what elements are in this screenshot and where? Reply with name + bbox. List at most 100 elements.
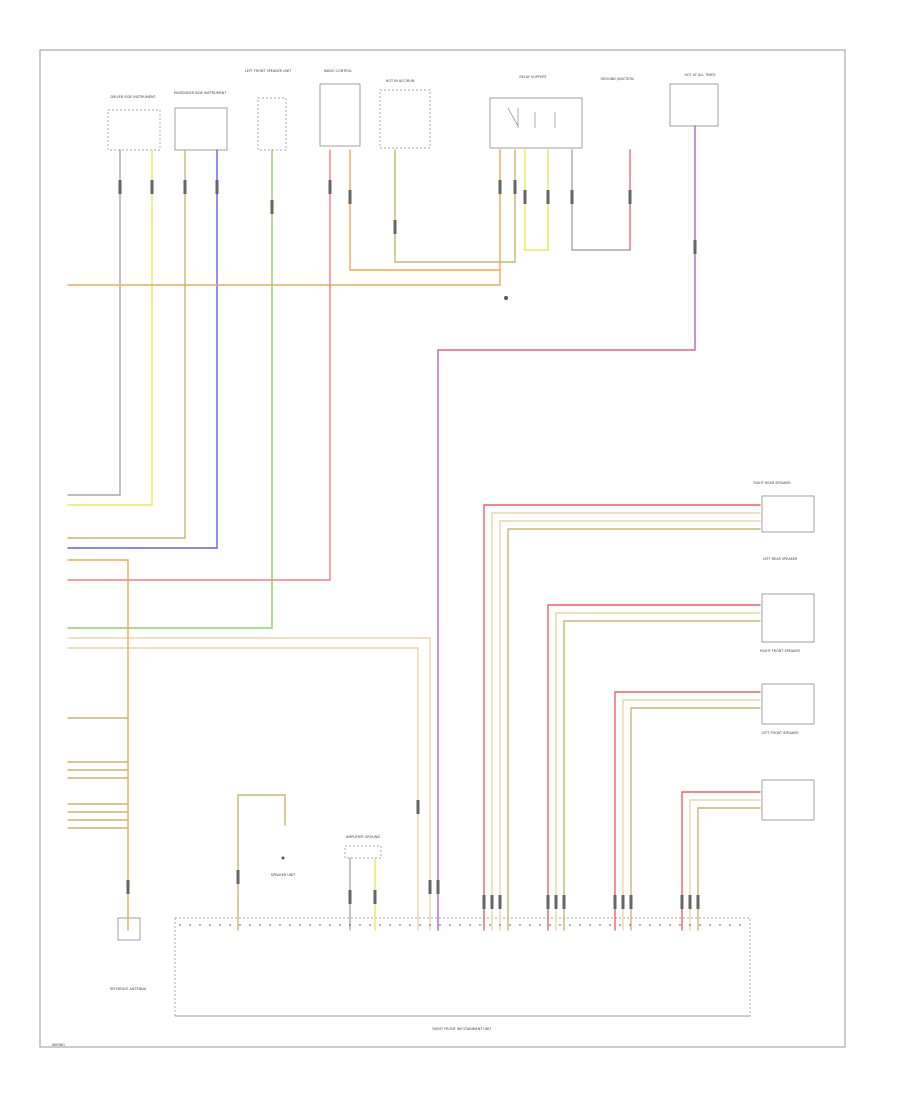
wire-connector-10	[523, 190, 527, 204]
module-pin	[629, 924, 631, 926]
wire-orange-16	[67, 559, 129, 931]
left-rear-speaker-label: LEFT REAR SPEAKER	[763, 557, 798, 561]
interface-antenna-label: INTERFACE ANTENNA	[110, 987, 147, 991]
module-pin	[549, 924, 551, 926]
wire-connector-29	[621, 895, 625, 909]
left-front-speaker-r-label: LEFT FRONT SPEAKER	[761, 731, 799, 735]
wire-red-32	[547, 604, 761, 931]
wire-violet-10	[437, 125, 696, 931]
module-pin	[199, 924, 201, 926]
wire-tan-6	[394, 149, 516, 263]
module-pin	[329, 924, 331, 926]
wire-tan-31	[507, 528, 761, 931]
module-pin	[739, 924, 741, 926]
module-pin	[299, 924, 301, 926]
module-pin	[289, 924, 291, 926]
bottom-components: INTERFACE ANTENNA SPEAKER UNIT AMPLIFIER…	[110, 835, 751, 1031]
wire-connector-23	[490, 895, 494, 909]
wire-orange-4	[67, 149, 501, 286]
wire-cream-15	[67, 647, 419, 931]
module-pin	[599, 924, 601, 926]
module-pin	[449, 924, 451, 926]
module-pin	[339, 924, 341, 926]
hot-all-times-label: HOT AT ALL TIMES	[684, 73, 715, 77]
wire-connector-21	[373, 890, 377, 904]
wire-cream-29	[491, 512, 761, 931]
module-pin	[229, 924, 231, 926]
right-rear-speaker-label: RIGHT REAR SPEAKER	[753, 481, 791, 485]
wire-connector-7	[393, 220, 397, 234]
wire-connector-32	[688, 895, 692, 909]
driver-side-component	[107, 109, 161, 151]
page-frame	[39, 49, 846, 1048]
module-pin	[279, 924, 281, 926]
hot-acc-run-label: HOT IN ACC/RUN	[386, 79, 415, 83]
wire-cream-33	[555, 612, 761, 931]
right-front-speaker-label: RIGHT FRONT SPEAKER	[760, 649, 800, 653]
radio-control-label: RADIO CONTROL	[324, 69, 353, 73]
wire-connector-30	[629, 895, 633, 909]
module-pin	[609, 924, 611, 926]
relay-support-box	[489, 97, 583, 149]
module-pin	[509, 924, 511, 926]
wire-connector-31	[680, 895, 684, 909]
wire-yellow-1	[67, 149, 153, 506]
module-pin	[519, 924, 521, 926]
wire-connector-12	[570, 190, 574, 204]
wire-connector-16	[428, 880, 432, 894]
module-pin	[399, 924, 401, 926]
module-pin	[709, 924, 711, 926]
module-pin	[209, 924, 211, 926]
wire-cream-36	[622, 699, 761, 931]
wire-group	[67, 125, 761, 931]
module-pin	[459, 924, 461, 926]
right-front-speaker	[761, 683, 815, 725]
module-pin	[579, 924, 581, 926]
wire-connector-1	[150, 180, 154, 194]
ground-junction-label: GROUND JUNCTION	[600, 77, 633, 81]
module-pin	[699, 924, 701, 926]
module-pin	[269, 924, 271, 926]
connector-group	[118, 180, 741, 926]
wire-connector-20	[348, 890, 352, 904]
module-pin	[539, 924, 541, 926]
passenger-side-label: PASSENGER SIDE INSTRUMENT	[174, 91, 228, 95]
main-module-box	[174, 917, 751, 1017]
top-components: DRIVER SIDE INSTRUMENT PASSENGER SIDE IN…	[107, 69, 719, 300]
module-pin	[639, 924, 641, 926]
module-pin	[369, 924, 371, 926]
wire-red-28	[483, 504, 761, 931]
wire-connector-25	[546, 895, 550, 909]
module-pin	[439, 924, 441, 926]
module-label: RIGHT FRONT INFOTAINMENT UNIT	[432, 1027, 492, 1031]
wire-tan-37	[630, 707, 761, 931]
wire-gray-8	[571, 149, 631, 251]
wire-connector-11	[546, 190, 550, 204]
wire-connector-4	[270, 200, 274, 214]
wire-tan-2	[67, 149, 186, 539]
wire-connector-13	[628, 190, 632, 204]
module-pin	[179, 924, 181, 926]
left-front-speaker-r	[761, 779, 815, 821]
module-pin	[389, 924, 391, 926]
left-rear-speaker	[761, 593, 815, 643]
wire-tan-34	[563, 620, 761, 931]
module-pin	[319, 924, 321, 926]
module-pin	[249, 924, 251, 926]
wire-orange-5	[349, 149, 501, 271]
wire-connector-15	[416, 800, 420, 814]
module-pin	[189, 924, 191, 926]
relay-support-label: RELAY SUPPORT	[519, 75, 547, 79]
wire-connector-6	[348, 190, 352, 204]
hot-all-times-fuse	[669, 83, 719, 127]
module-pin	[219, 924, 221, 926]
passenger-side-component	[174, 107, 228, 151]
module-pin	[689, 924, 691, 926]
module-pin	[559, 924, 561, 926]
module-pin	[499, 924, 501, 926]
module-pin	[659, 924, 661, 926]
amplifier-ground-label: AMPLIFIER GROUND	[346, 835, 380, 839]
wire-connector-9	[513, 180, 517, 194]
module-pin	[679, 924, 681, 926]
